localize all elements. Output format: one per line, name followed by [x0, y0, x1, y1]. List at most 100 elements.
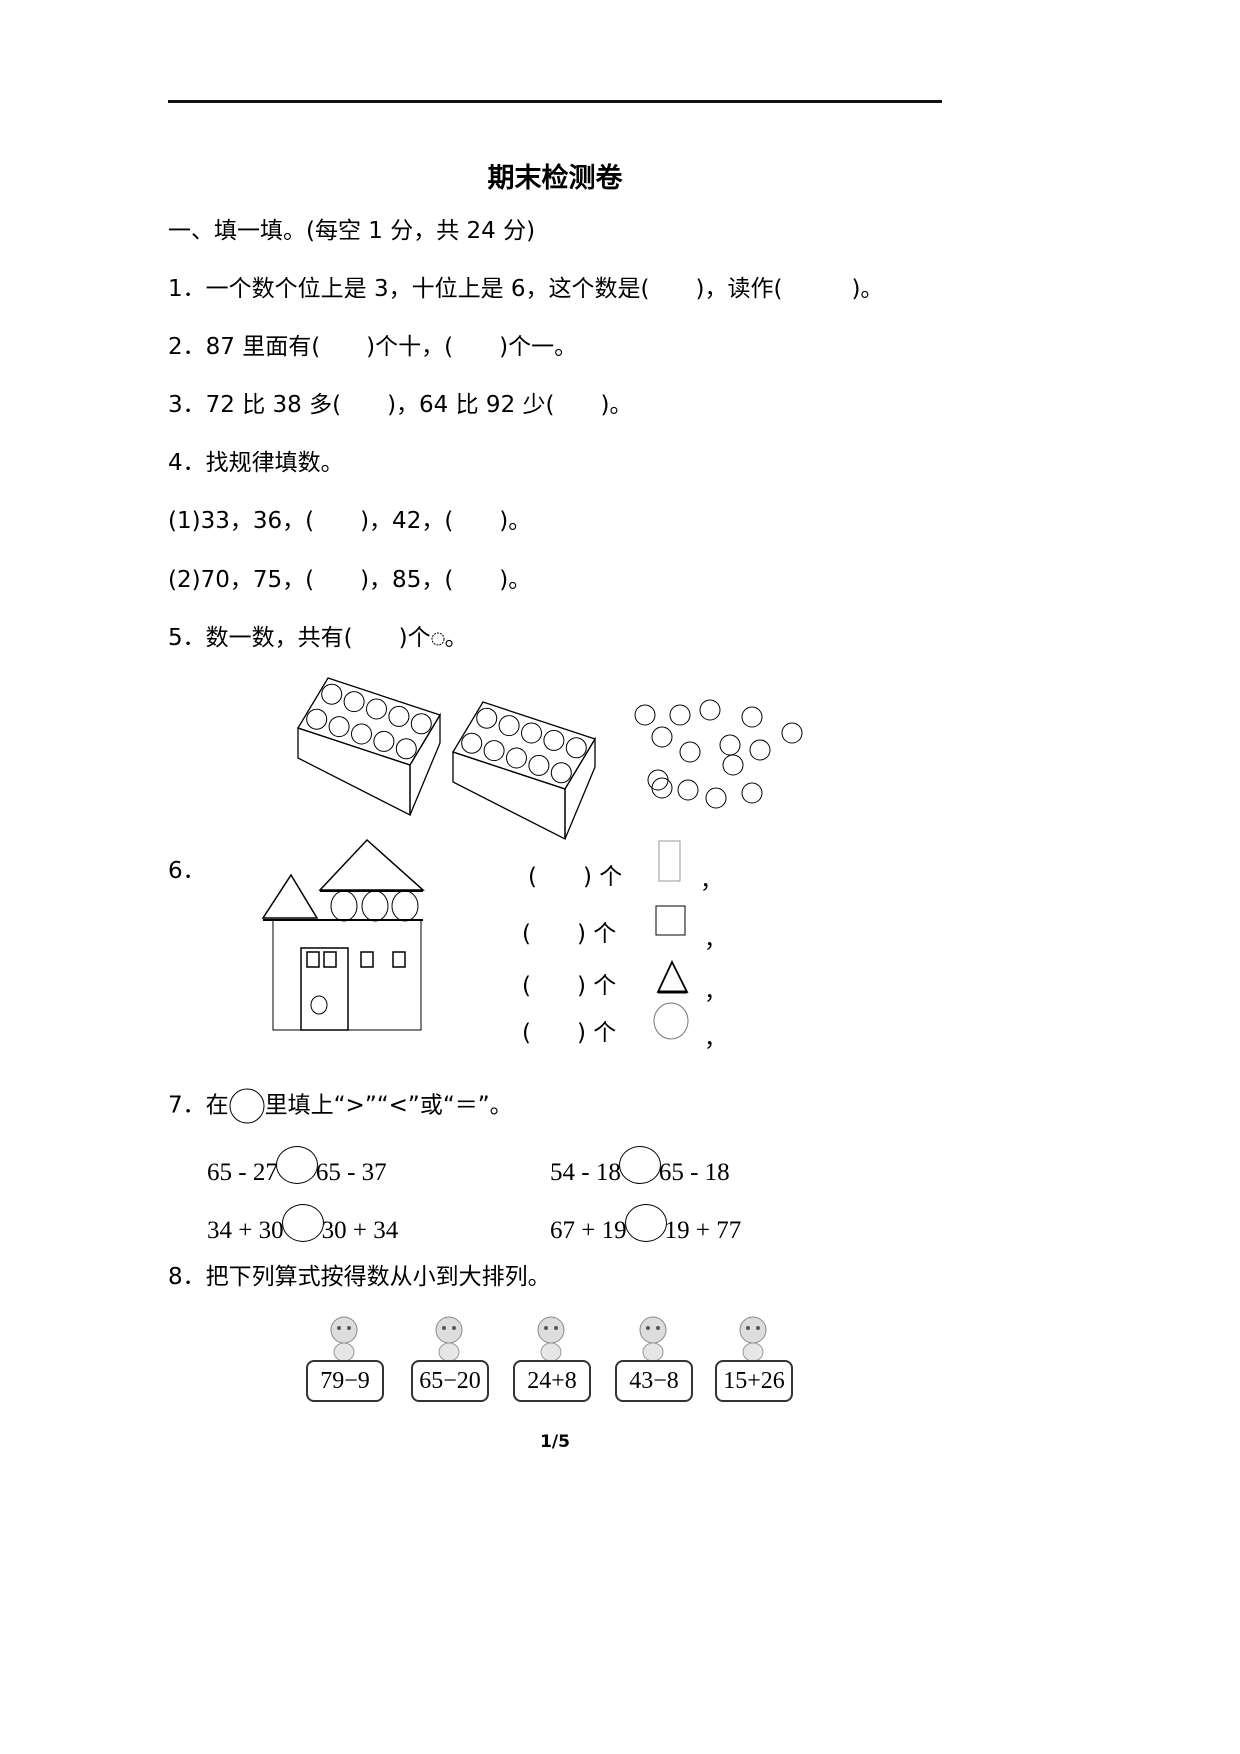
loose-ball — [679, 741, 701, 763]
loose-ball — [651, 726, 673, 748]
page-title: 期末检测卷 — [487, 163, 623, 194]
ball — [461, 732, 483, 754]
question-6: 6． — [168, 858, 206, 884]
loose-ball — [781, 722, 803, 744]
ball — [506, 747, 527, 769]
ball — [498, 715, 520, 737]
question-5-text: 5．数一数，共有( )个 — [168, 625, 431, 651]
ball — [521, 722, 542, 744]
comma: ， — [700, 868, 723, 894]
ball — [366, 698, 387, 720]
compare-blank[interactable] — [275, 1146, 318, 1184]
expr-left: 65 - 27 — [207, 1159, 278, 1186]
fox-icon — [739, 1316, 767, 1362]
compare-item-3: 34 + 30 30 + 34 — [207, 1204, 398, 1245]
question-7-post: 里填上“>”“<”或“＝”。 — [264, 1092, 513, 1119]
header-rule — [168, 100, 942, 103]
elephant-icon — [537, 1316, 565, 1362]
question-4: 4．找规律填数。 — [168, 450, 344, 476]
question-7-pre: 7．在 — [168, 1092, 229, 1119]
page-number: 1/5 — [540, 1432, 570, 1452]
expr-right: 19 + 77 — [664, 1217, 742, 1244]
ball — [550, 762, 572, 784]
triangle-icon — [656, 959, 689, 994]
ball — [543, 729, 565, 751]
loose-ball — [669, 704, 691, 726]
loose-ball — [677, 779, 699, 801]
expr-right: 65 - 18 — [658, 1159, 730, 1186]
ball-blocks-figure — [297, 677, 803, 841]
count-label: ( ) 个 — [522, 1020, 617, 1046]
comma: ， — [704, 1026, 727, 1052]
lion-icon — [435, 1316, 463, 1362]
ball — [483, 740, 505, 762]
house-figure — [261, 838, 425, 1031]
expr-right: 65 - 37 — [315, 1159, 387, 1186]
circle-icon — [653, 1002, 689, 1040]
question-5-end: 。 — [444, 625, 468, 651]
ball — [351, 723, 372, 745]
dragon-icon — [330, 1316, 358, 1362]
ball — [306, 708, 328, 730]
expr-left: 67 + 19 — [550, 1217, 627, 1244]
count-label: ( ) 个 — [528, 864, 623, 890]
loose-ball — [699, 699, 721, 721]
question-7: 7．在 里填上“>”“<”或“＝”。 — [168, 1088, 513, 1124]
loose-ball — [651, 777, 673, 799]
loose-ball — [705, 787, 727, 809]
expression-card: 15+26 — [715, 1360, 793, 1402]
ball — [565, 737, 587, 759]
count-row-square: ( ) 个 — [522, 919, 616, 949]
count-row-triangle: ( ) 个 — [522, 971, 616, 1001]
count-label: ( ) 个 — [522, 921, 617, 947]
compare-item-2: 54 - 18 65 - 18 — [550, 1146, 730, 1187]
count-row-circle: ( ) 个 — [522, 1018, 616, 1048]
loose-ball — [741, 706, 763, 728]
ball-block-2 — [452, 701, 596, 841]
rectangle-icon — [658, 840, 681, 882]
expression-card: 24+8 — [513, 1360, 591, 1402]
question-3: 3．72 比 38 多( )，64 比 92 少( )。 — [168, 392, 633, 418]
ball — [476, 707, 498, 729]
loose-ball — [722, 754, 744, 776]
comma: ， — [704, 927, 727, 953]
expr-left: 54 - 18 — [550, 1159, 621, 1186]
loose-ball — [719, 734, 741, 756]
ball — [410, 713, 432, 735]
compare-blank[interactable] — [618, 1146, 661, 1184]
circle-blank-icon — [229, 1088, 265, 1124]
ball — [328, 716, 350, 738]
compare-item-4: 67 + 19 19 + 77 — [550, 1204, 741, 1245]
count-row-rectangle: ( ) 个 — [528, 862, 622, 892]
square-icon — [655, 905, 686, 936]
question-4-1: (1)33，36，( )，42，( )。 — [168, 508, 532, 534]
question-4-2: (2)70，75，( )，85，( )。 — [168, 567, 532, 593]
loose-ball — [634, 704, 656, 726]
ball-icon — [431, 632, 445, 645]
question-1: 1．一个数个位上是 3，十位上是 6，这个数是( )，读作( )。 — [168, 276, 884, 302]
comma: ， — [704, 979, 727, 1005]
ball — [373, 730, 395, 752]
expr-left: 34 + 30 — [207, 1217, 284, 1244]
ball — [388, 705, 410, 727]
loose-ball — [647, 769, 669, 791]
expression-card: 79−9 — [306, 1360, 384, 1402]
compare-blank[interactable] — [624, 1204, 667, 1242]
ball — [528, 754, 550, 776]
compare-item-1: 65 - 27 65 - 37 — [207, 1146, 387, 1187]
ball — [343, 691, 365, 713]
question-5: 5．数一数，共有( )个。 — [168, 623, 468, 653]
expression-card: 43−8 — [615, 1360, 693, 1402]
ball — [395, 738, 417, 760]
ball-block-1 — [297, 677, 441, 817]
loose-ball — [749, 739, 771, 761]
question-2: 2．87 里面有( )个十，( )个一。 — [168, 334, 578, 360]
tiger-icon — [639, 1316, 667, 1362]
expr-right: 30 + 34 — [321, 1217, 399, 1244]
section-heading: 一、填一填。(每空 1 分，共 24 分) — [168, 218, 536, 244]
compare-blank[interactable] — [281, 1204, 324, 1242]
loose-ball — [741, 782, 763, 804]
question-8: 8．把下列算式按得数从小到大排列。 — [168, 1264, 551, 1290]
expression-card: 65−20 — [411, 1360, 489, 1402]
